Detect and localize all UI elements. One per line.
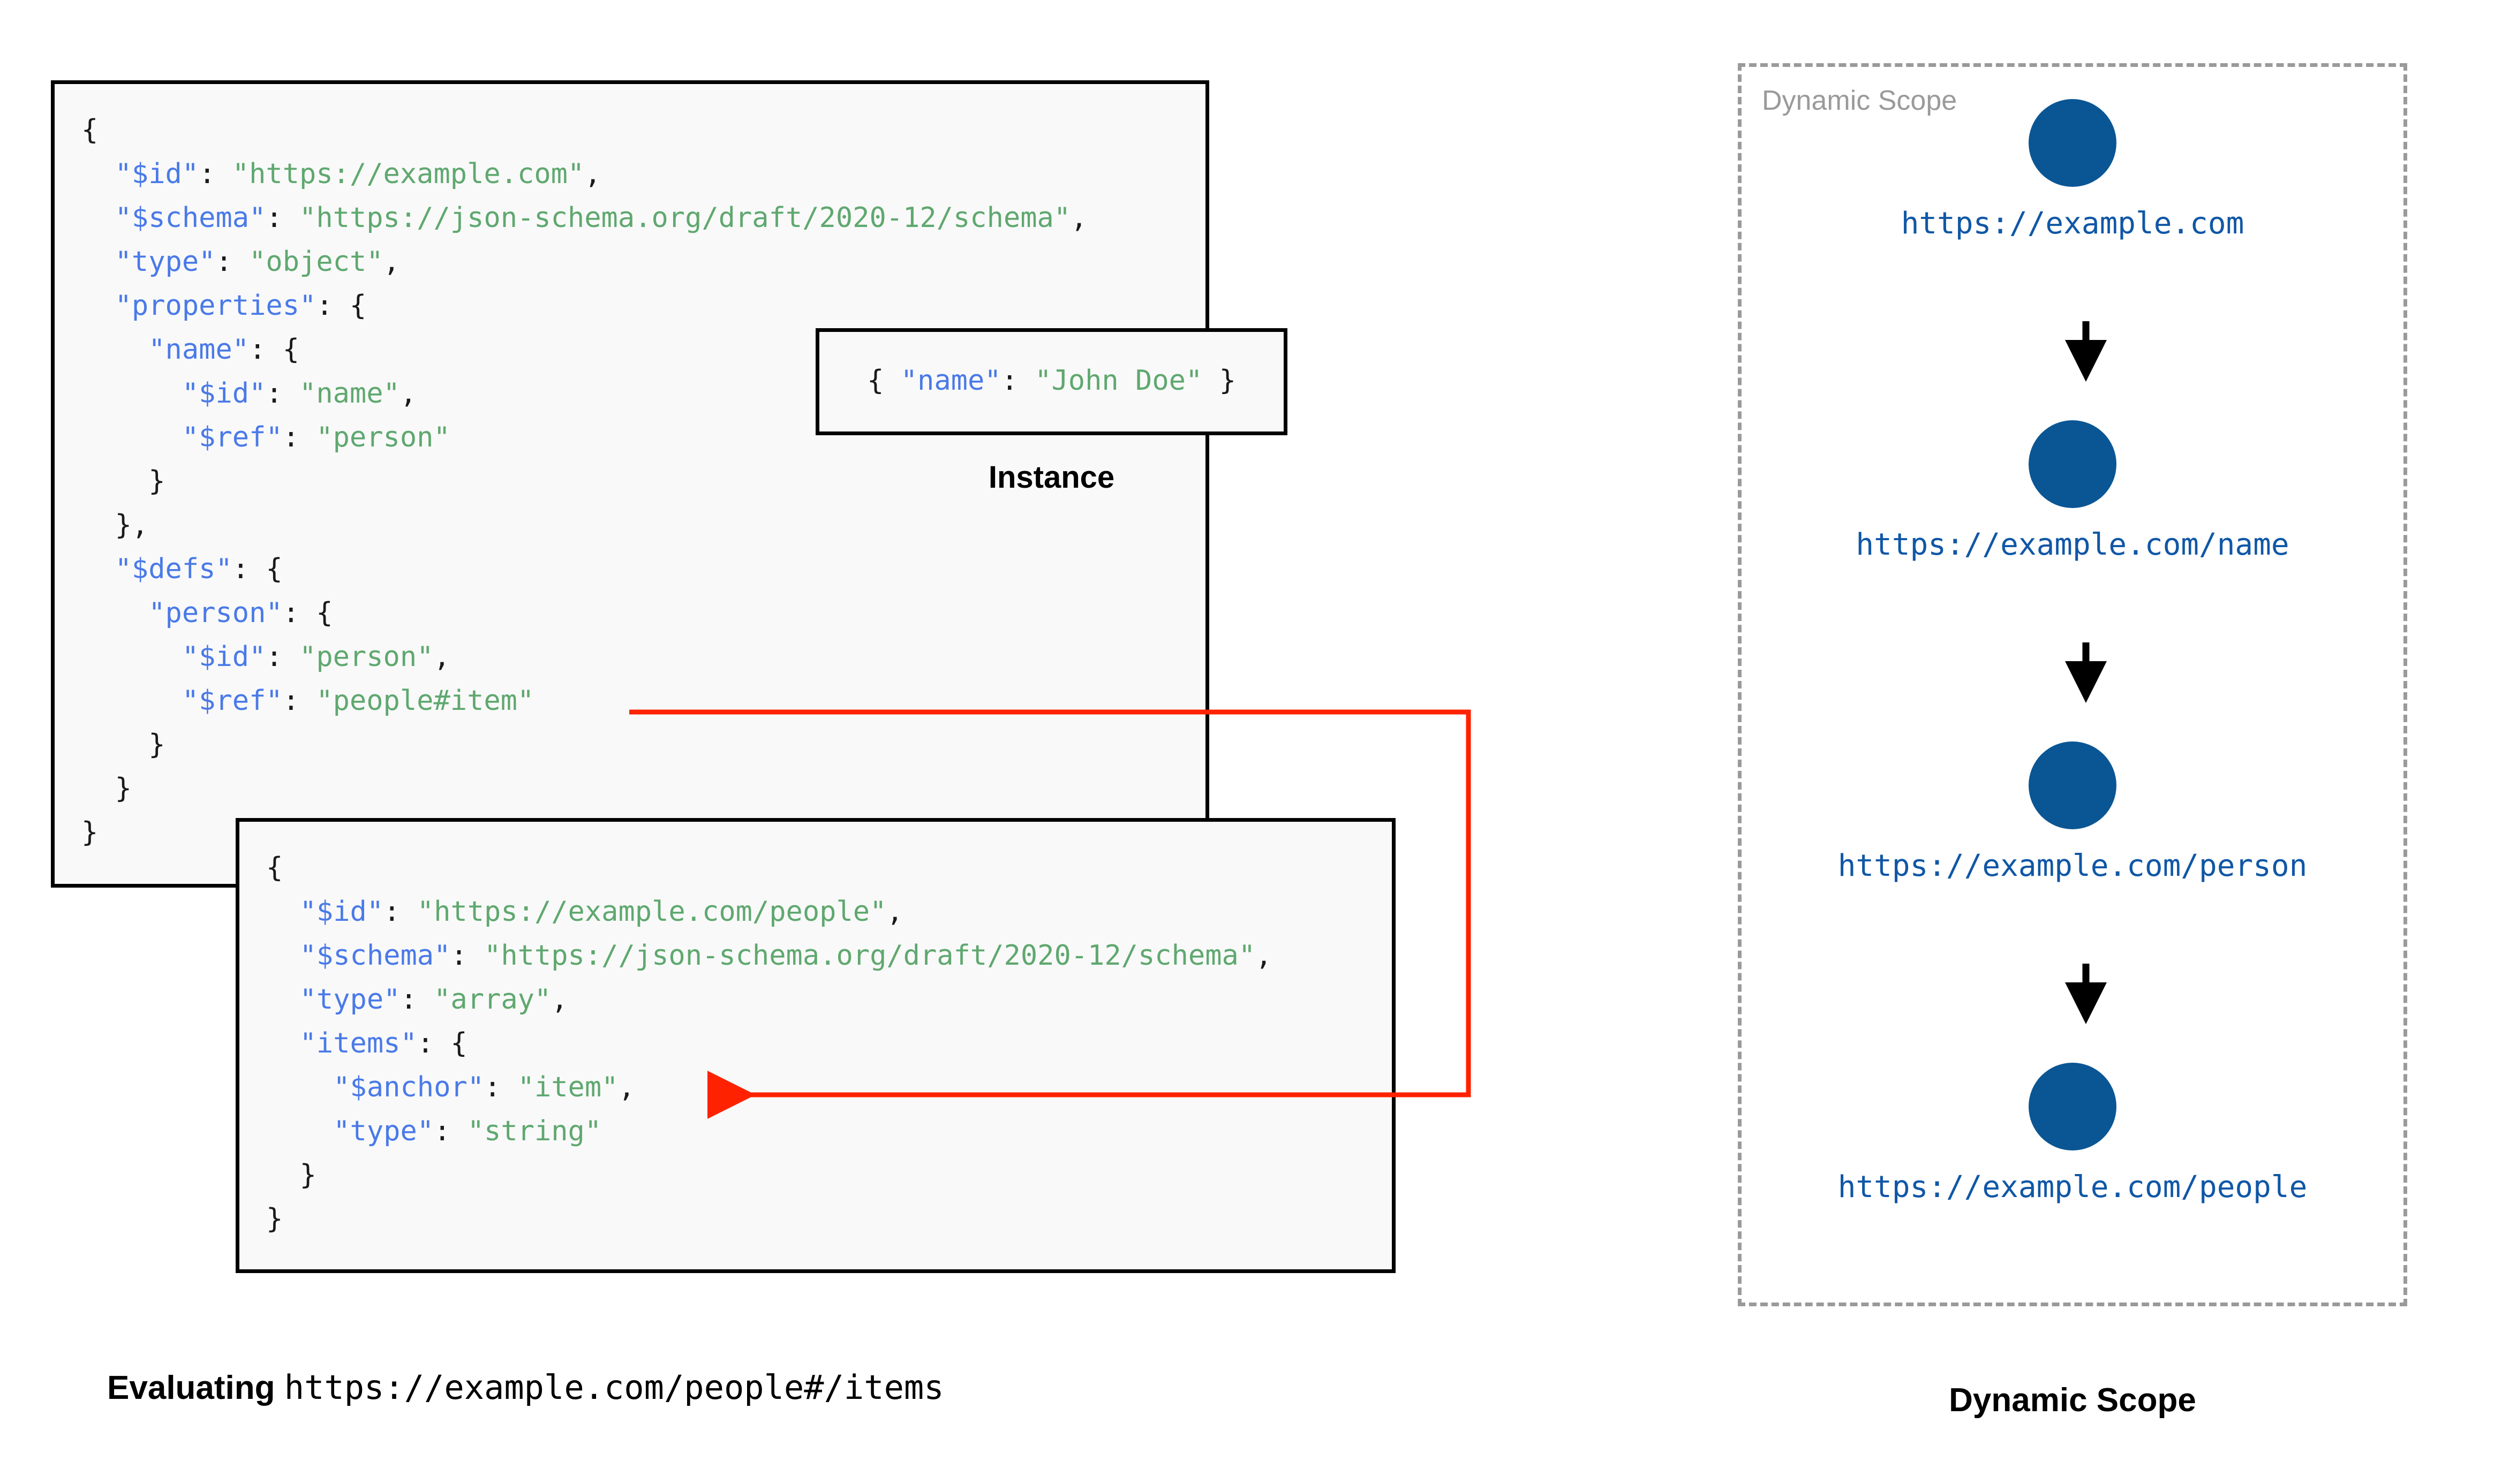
scope-node-0: https://example.com xyxy=(1738,99,2407,241)
scope-circle-icon xyxy=(2029,99,2116,187)
dynamic-scope-inner-label: Dynamic Scope xyxy=(1762,85,1957,116)
instance-code: { "name": "John Doe" } xyxy=(867,365,1236,397)
instance-caption: Instance xyxy=(988,460,1115,495)
dynamic-scope-panel xyxy=(1738,63,2407,1306)
scope-node-3: https://example.com/people xyxy=(1738,1063,2407,1205)
people-schema-box: { "$id": "https://example.com/people", "… xyxy=(236,818,1396,1273)
scope-node-url: https://example.com xyxy=(1901,206,2244,241)
scope-node-url: https://example.com/person xyxy=(1837,849,2308,883)
evaluating-uri: https://example.com/people#/items xyxy=(284,1368,944,1407)
scope-node-1: https://example.com/name xyxy=(1738,420,2407,562)
people-schema-code: { "$id": "https://example.com/people", "… xyxy=(266,852,1272,1235)
evaluating-caption: Evaluating https://example.com/people#/i… xyxy=(107,1368,944,1407)
dynamic-scope-caption: Dynamic Scope xyxy=(1949,1382,2196,1419)
scope-circle-icon xyxy=(2029,1063,2116,1150)
scope-circle-icon xyxy=(2029,741,2116,829)
evaluating-label: Evaluating xyxy=(107,1369,275,1406)
root-schema-code: { "$id": "https://example.com", "$schema… xyxy=(81,114,1088,849)
scope-node-url: https://example.com/name xyxy=(1856,527,2289,562)
scope-node-url: https://example.com/people xyxy=(1837,1170,2308,1205)
scope-node-2: https://example.com/person xyxy=(1738,741,2407,883)
scope-circle-icon xyxy=(2029,420,2116,508)
instance-box: { "name": "John Doe" } xyxy=(816,328,1287,435)
